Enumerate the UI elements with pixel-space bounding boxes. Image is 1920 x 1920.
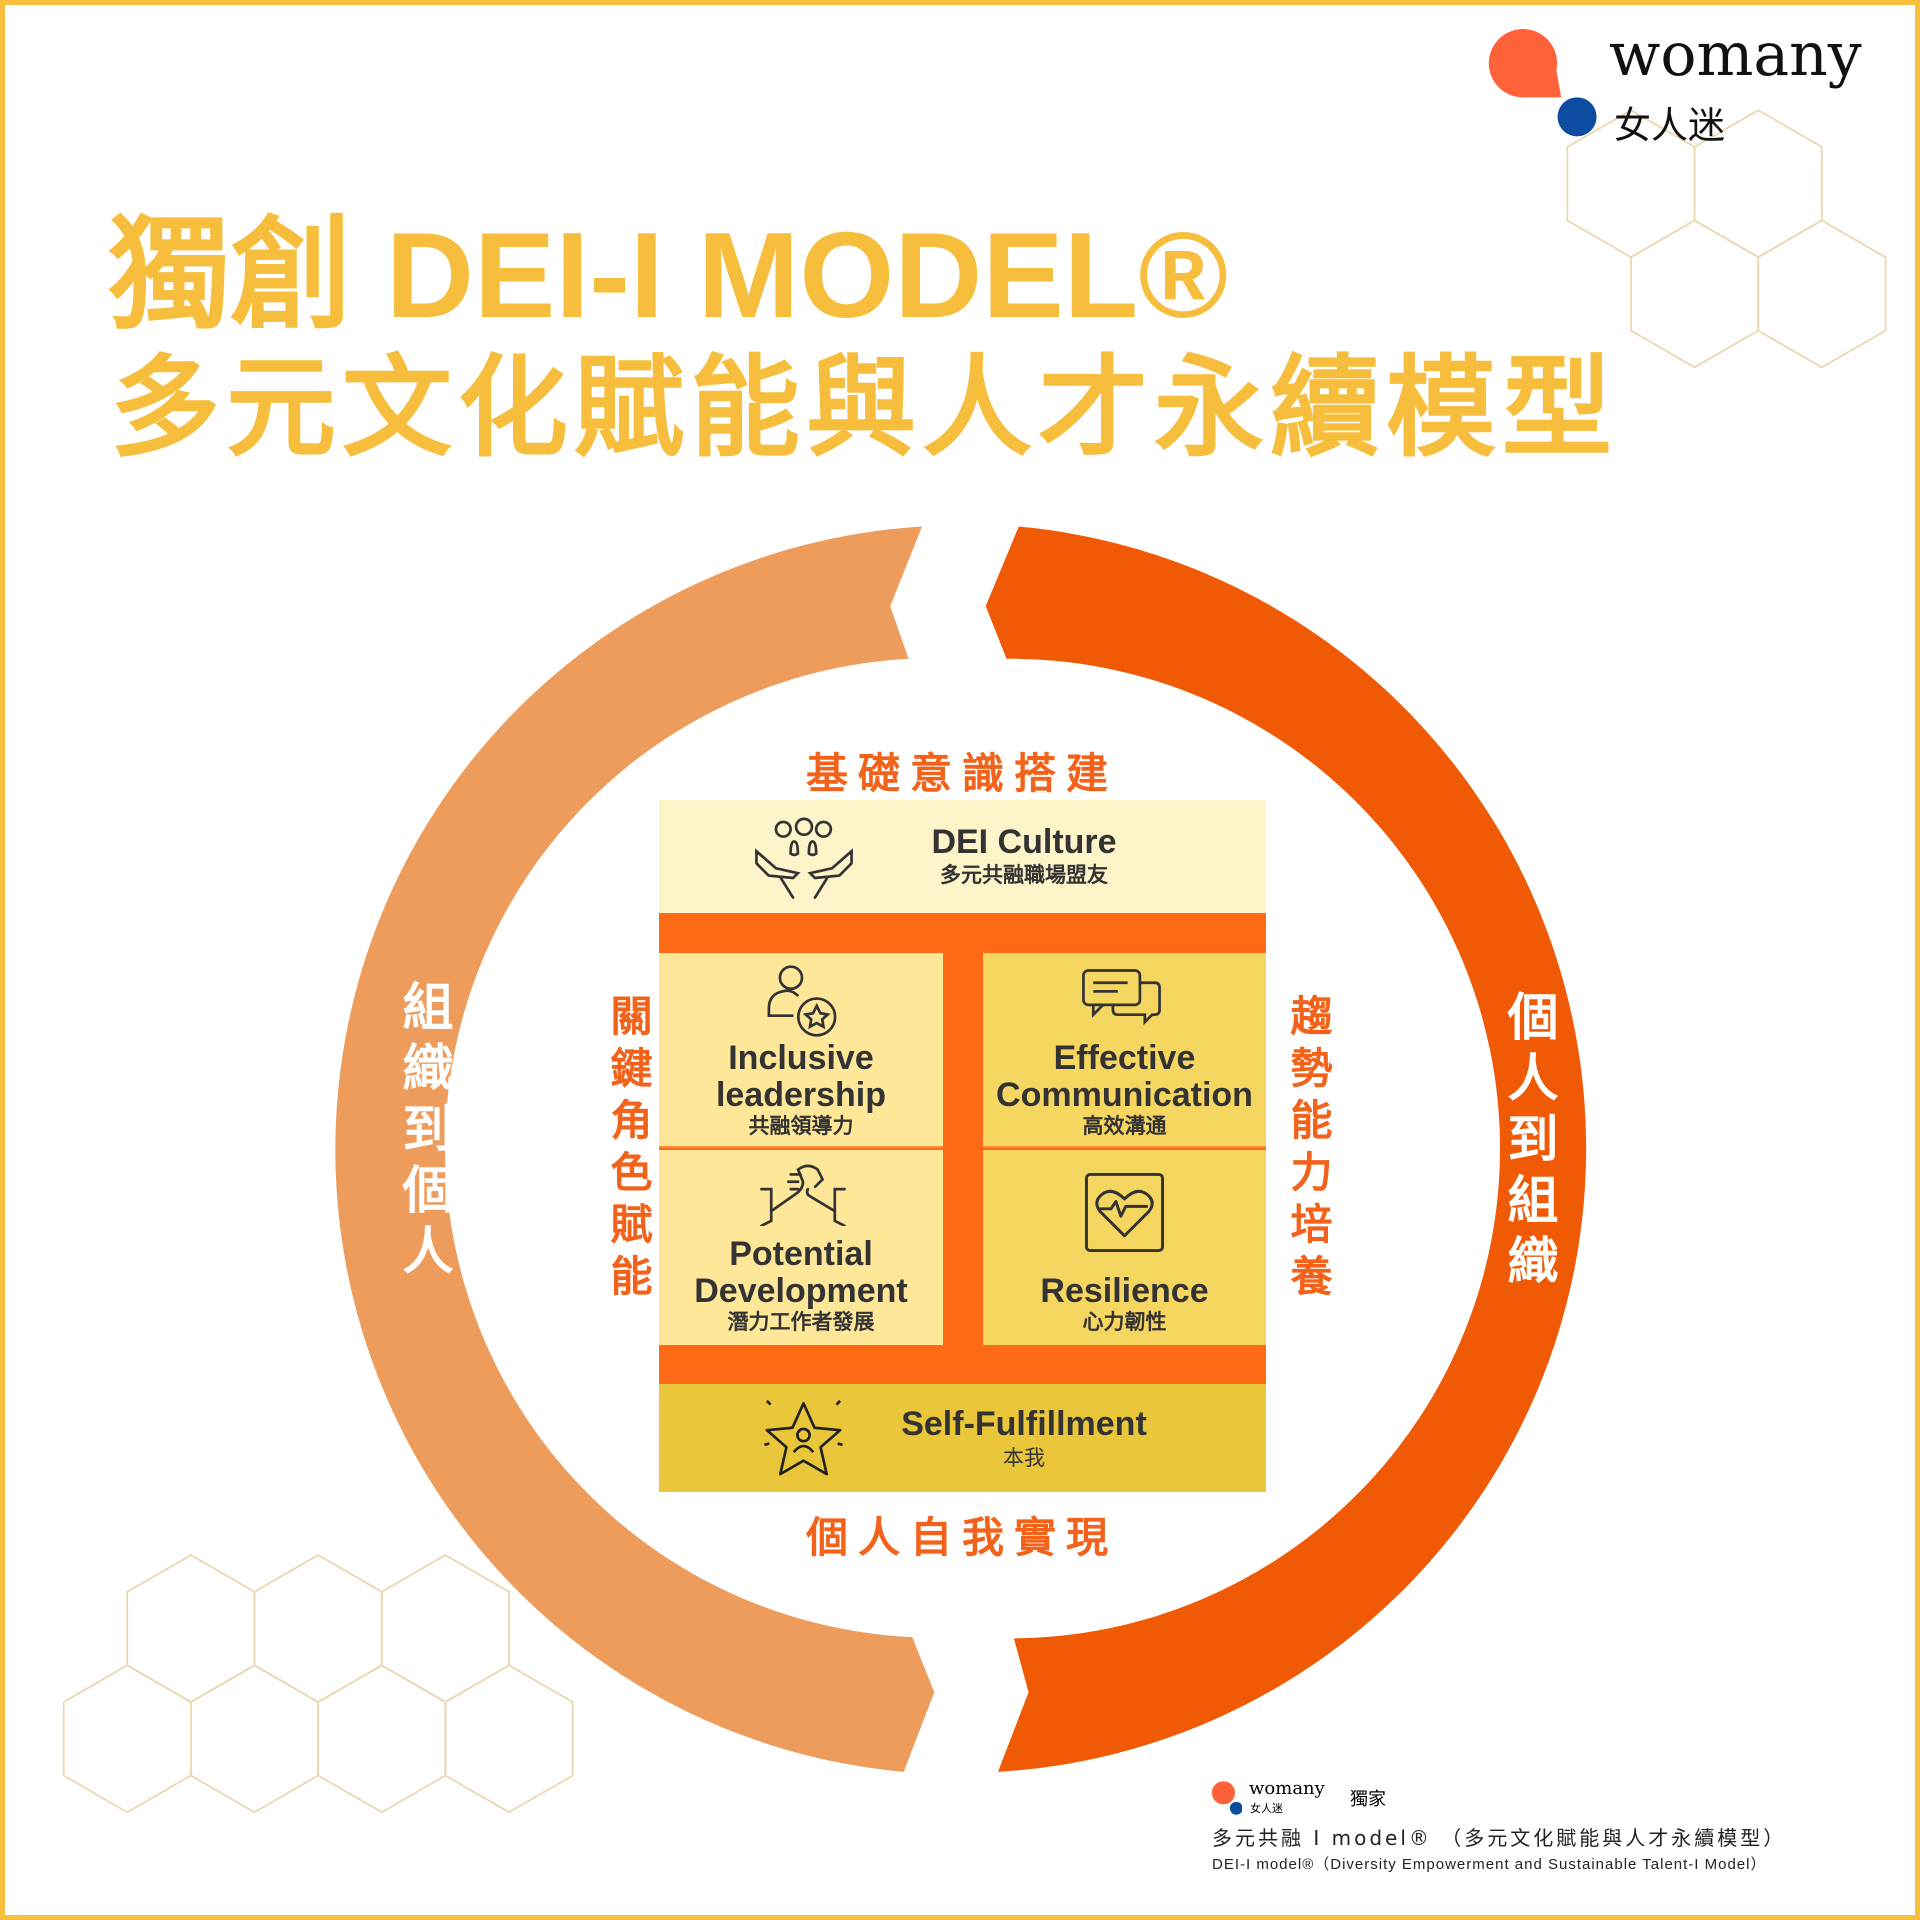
star-person-icon (764, 1399, 843, 1476)
title-line-1: 獨創 DEI-I MODEL® (108, 207, 1229, 343)
communication-subtitle: 高效溝通 (1082, 1114, 1167, 1138)
footer-exclusive: 獨家 (1350, 1789, 1386, 1810)
chat-bubbles-icon (1082, 969, 1161, 1026)
leadership-title-2: leadership (715, 1076, 887, 1114)
hexagon (444, 1664, 574, 1814)
bottom-label: 個人自我實現 (806, 1513, 1119, 1562)
top-label: 基礎意識搭建 (806, 749, 1119, 798)
ring-left-arrow (335, 526, 935, 1772)
potential-subtitle: 潛力工作者發展 (727, 1310, 875, 1334)
self-fulfillment-subtitle: 本我 (1003, 1446, 1045, 1470)
title-line-2: 多元文化賦能與人才永續模型 (110, 344, 1618, 472)
culture-cell: DEI Culture 多元共融職場盟友 (659, 800, 1266, 913)
self-fulfillment-title: Self-Fulfillment (901, 1405, 1147, 1443)
logo-word: womany (1609, 20, 1862, 90)
culture-title: DEI Culture (931, 823, 1117, 861)
culture-subtitle: 多元共融職場盟友 (940, 863, 1108, 887)
footer-line-2: DEI-I model®（Diversity Empowerment and S… (1212, 1856, 1767, 1873)
potential-cell: Potential Development 潛力工作者發展 (659, 1150, 943, 1345)
ring-right-label: 個人到組織 (1498, 990, 1557, 1295)
communication-title-1: Effective (1053, 1039, 1196, 1077)
leadership-subtitle: 共融領導力 (748, 1114, 854, 1138)
footer-logo-word: womany (1249, 1778, 1325, 1799)
ring-right-arrow (985, 526, 1587, 1772)
footer-logo-cn: 女人迷 (1250, 1802, 1283, 1815)
model-block: DEI Culture 多元共融職場盟友 Inclusive leadershi… (659, 800, 1266, 1492)
logo-cn: 女人迷 (1614, 104, 1725, 147)
self-fulfillment-cell: Self-Fulfillment 本我 (659, 1384, 1266, 1492)
communication-cell: Effective Communication 高效溝通 (983, 953, 1266, 1148)
footer-logo-dots-icon (1211, 1781, 1242, 1815)
hexagon (1757, 219, 1887, 369)
resilience-subtitle: 心力韌性 (1082, 1310, 1167, 1334)
person-star-icon (767, 965, 837, 1037)
left-side-label: 關鍵角色賦能 (604, 994, 653, 1306)
footer-line-1: 多元共融 I model® （多元文化賦能與人才永續模型） (1212, 1826, 1787, 1850)
resilience-title: Resilience (1040, 1272, 1209, 1310)
potential-title-1: Potential (729, 1235, 873, 1273)
community-hands-icon (755, 817, 853, 899)
potential-title-2: Development (694, 1272, 908, 1310)
leadership-title-1: Inclusive (728, 1039, 874, 1077)
leadership-cell: Inclusive leadership 共融領導力 (659, 953, 943, 1148)
logo-dots-icon (1488, 29, 1597, 137)
resilience-cell: Resilience 心力韌性 (983, 1150, 1266, 1345)
right-side-label: 趨勢能力培養 (1284, 994, 1333, 1306)
heart-pulse-icon (1084, 1172, 1165, 1253)
handshake-icon (760, 1164, 846, 1226)
ring-left-label: 組織到個人 (393, 980, 452, 1285)
communication-title-2: Communication (996, 1076, 1253, 1114)
